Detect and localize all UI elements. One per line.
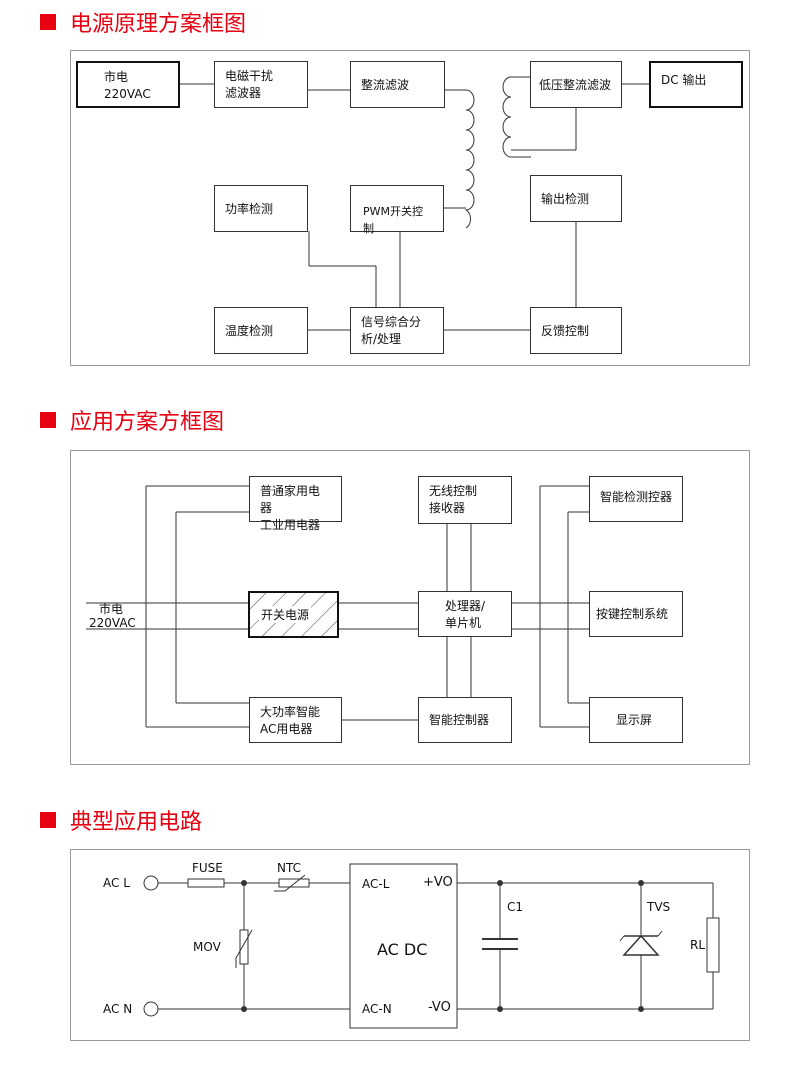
household-label-2: 工业用电器 [260, 518, 321, 532]
mov-symbol [239, 929, 249, 965]
ntc-symbol [278, 878, 310, 888]
app-mains-label-1: 市电 [99, 602, 124, 616]
tvs-label: TVS [647, 900, 671, 914]
key-control-block: 按键控制系统 [589, 591, 683, 637]
power-detect-block: 功率检测 [214, 185, 308, 232]
ac-l-label: AC L [103, 876, 130, 890]
red-square-icon [40, 812, 56, 828]
dc-output-block: DC 输出 [649, 61, 743, 108]
signal-processing-block: 信号综合分 析/处理 [350, 307, 444, 354]
power-detect-label: 功率检测 [225, 202, 274, 216]
circuit-diagram-frame: AC L AC N FUSE NTC MOV AC-L AC-N +VO -VO… [70, 849, 750, 1041]
mains-block: 市电 220VAC [76, 61, 180, 108]
emi-filter-block: 电磁干扰 滤波器 [214, 61, 308, 108]
section-power-title: 电源原理方案框图 [40, 6, 246, 38]
section-application-title: 应用方案方框图 [40, 404, 224, 436]
acdc-module-box [349, 863, 458, 1029]
high-power-block: 大功率智能 AC用电器 [249, 697, 342, 743]
low-voltage-rectifier-block: 低压整流滤波 [530, 61, 622, 108]
display-label: 显示屏 [616, 713, 653, 727]
output-detect-label: 输出检测 [541, 192, 590, 206]
tvs-symbol [622, 934, 660, 956]
ntc-arrow [274, 874, 306, 892]
fuse-symbol [187, 878, 225, 888]
processor-label-2: 单片机 [445, 616, 482, 630]
household-block: 普通家用电器 工业用电器 [249, 476, 342, 532]
signal-processing-label-2: 析/处理 [361, 332, 402, 346]
power-diagram-wires [179, 76, 649, 331]
c1-label: C1 [507, 900, 524, 914]
pwm-control-label: PWM开关控制 [363, 205, 424, 235]
wireless-label-1: 无线控制 [429, 484, 478, 498]
circuit-diagram-wires [143, 863, 720, 1029]
fuse-label: FUSE [192, 861, 223, 875]
feedback-control-block: 反馈控制 [530, 307, 622, 354]
ac-n-terminal-icon [143, 1001, 159, 1017]
smart-detect-block: 智能检测控器 [589, 476, 683, 522]
key-control-label: 按键控制系统 [596, 607, 669, 621]
high-power-label-1: 大功率智能 [260, 705, 321, 719]
mains-label-2: 220VAC [104, 87, 151, 101]
app-mains-label-2: 220VAC [89, 616, 136, 630]
switching-psu-label: 开关电源 [259, 606, 312, 623]
household-label-1: 普通家用电器 [260, 484, 321, 515]
mov-arrow [235, 929, 253, 968]
emi-filter-label-2: 滤波器 [225, 86, 262, 100]
rl-label: RL [690, 938, 706, 952]
rl-symbol [706, 917, 720, 973]
high-power-label-2: AC用电器 [260, 722, 313, 736]
signal-processing-label-1: 信号综合分 [361, 315, 422, 329]
module-name-label: AC DC [377, 940, 428, 959]
processor-label-1: 处理器/ [445, 599, 486, 613]
output-detect-block: 输出检测 [530, 175, 622, 222]
emi-filter-label-1: 电磁干扰 [225, 69, 274, 83]
pwm-control-block: PWM开关控制 [350, 185, 444, 235]
module-out-neg-label: -VO [428, 1000, 451, 1015]
module-out-pos-label: +VO [423, 875, 453, 890]
application-title-text: 应用方案方框图 [70, 410, 225, 435]
module-in-l-label: AC-L [362, 877, 390, 891]
smart-controller-label: 智能控制器 [429, 713, 490, 727]
module-in-n-label: AC-N [362, 1002, 392, 1016]
display-block: 显示屏 [589, 697, 683, 743]
mov-label: MOV [193, 940, 221, 954]
smart-controller-block: 智能控制器 [418, 697, 512, 743]
processor-block: 处理器/ 单片机 [418, 591, 512, 637]
red-square-icon [40, 412, 56, 428]
application-diagram-wires [86, 485, 589, 728]
temp-detect-label: 温度检测 [225, 324, 274, 338]
application-diagram-frame: 市电 220VAC 普通家用电器 工业用电器 无线控制 接收器 智能检测控器 开… [70, 450, 750, 765]
smart-detect-label: 智能检测控器 [600, 490, 673, 504]
red-square-icon [40, 14, 56, 30]
ntc-label: NTC [277, 861, 301, 875]
section-circuit-title: 典型应用电路 [40, 804, 202, 836]
power-title-text: 电源原理方案框图 [70, 12, 247, 37]
feedback-control-label: 反馈控制 [541, 324, 590, 338]
low-voltage-rectifier-label: 低压整流滤波 [539, 78, 612, 92]
wireless-label-2: 接收器 [429, 501, 466, 515]
mains-label-1: 市电 [104, 70, 129, 84]
ac-l-terminal-icon [143, 875, 159, 891]
dc-output-label: DC 输出 [661, 73, 707, 87]
temp-detect-block: 温度检测 [214, 307, 308, 354]
rectifier-filter-label: 整流滤波 [361, 78, 410, 92]
wireless-block: 无线控制 接收器 [418, 476, 512, 524]
ac-n-label: AC N [103, 1002, 133, 1016]
circuit-title-text: 典型应用电路 [70, 810, 203, 835]
rectifier-filter-block: 整流滤波 [350, 61, 445, 108]
power-diagram-frame: 市电 220VAC 电磁干扰 滤波器 整流滤波 低压整流滤波 DC 输出 功率检… [70, 50, 750, 366]
